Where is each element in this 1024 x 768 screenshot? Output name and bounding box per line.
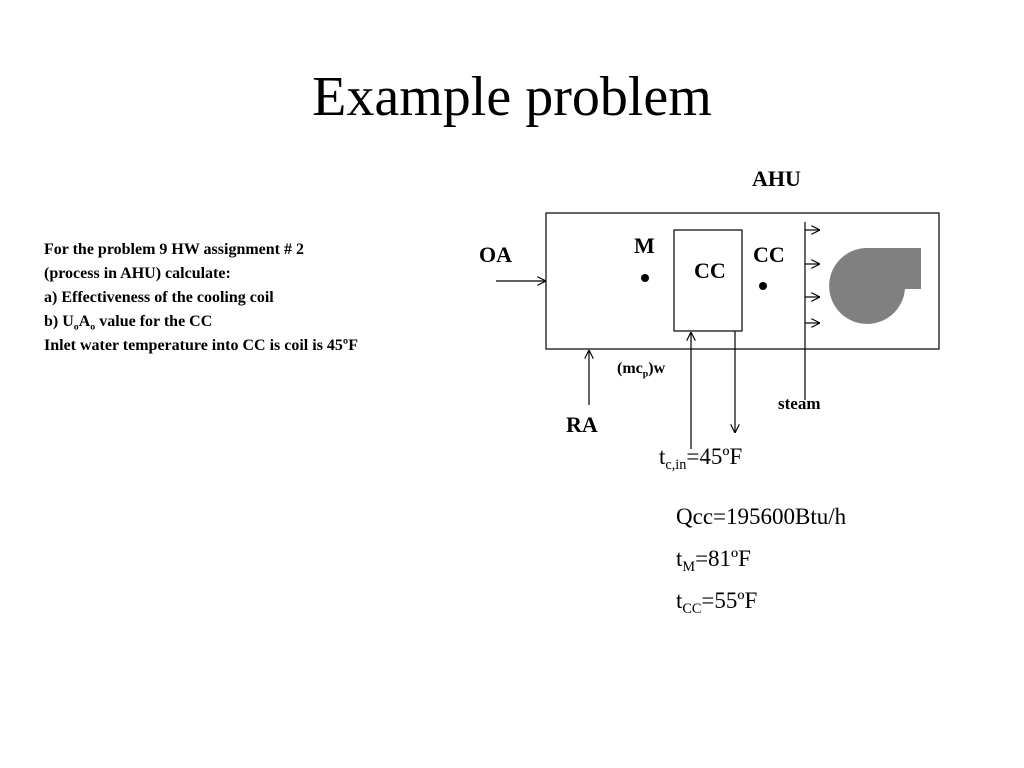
problem-line-4-mid: A — [78, 313, 91, 330]
tcin-value: =45ºF — [686, 444, 743, 469]
cc-outlet-point-label: CC — [753, 242, 785, 267]
problem-line-3: a) Effectiveness of the cooling coil — [44, 289, 274, 306]
problem-line-4-prefix: b) U — [44, 313, 74, 330]
water-flow-sub: p — [642, 368, 649, 380]
tm-val: =81ºF — [695, 546, 751, 571]
page-title: Example problem — [312, 66, 712, 128]
cooling-coil-label: CC — [694, 258, 726, 283]
fan-icon — [829, 248, 921, 324]
tm-t: t — [676, 546, 683, 571]
problem-line-4: b) UoAo value for the CC — [44, 310, 358, 334]
problem-line-1: For the problem 9 HW assignment # 2 — [44, 241, 305, 258]
tcin-sub: c,in — [665, 456, 687, 473]
oa-label: OA — [479, 242, 512, 267]
steam-distributor — [804, 222, 820, 400]
tcin-t: t — [659, 444, 666, 469]
tm-sub: M — [682, 558, 696, 575]
tcc-sub: CC — [682, 600, 702, 617]
tm-value: tM=81ºF — [676, 538, 846, 580]
water-flow-label: (mcp)w — [617, 360, 665, 379]
problem-line-2: (process in AHU) calculate: — [44, 265, 231, 282]
steam-label: steam — [778, 394, 821, 413]
water-inlet-temp: tc,in=45ºF — [659, 444, 742, 474]
mixing-point-dot — [641, 274, 649, 282]
water-flow-prefix: (mc — [617, 360, 643, 377]
tcc-val: =55ºF — [701, 588, 758, 613]
ahu-label: AHU — [752, 166, 801, 191]
problem-line-5: Inlet water temperature into CC is coil … — [44, 337, 358, 354]
tcc-value: tCC=55ºF — [676, 580, 846, 622]
cooling-coil-box — [673, 229, 743, 332]
qcc-value: Qcc=195600Btu/h — [676, 504, 847, 529]
ra-label: RA — [566, 412, 598, 437]
problem-line-4-suffix: value for the CC — [95, 313, 213, 330]
given-values: Qcc=195600Btu/h tM=81ºF tCC=55ºF — [676, 496, 846, 622]
problem-line-4-sub-2: o — [90, 321, 96, 333]
water-flow-suffix: )w — [648, 360, 666, 377]
problem-line-4-sub-1: o — [73, 321, 79, 333]
tcc-t: t — [676, 588, 683, 613]
problem-statement: For the problem 9 HW assignment # 2 (pro… — [44, 238, 358, 358]
mixing-point-label: M — [634, 233, 655, 258]
cc-outlet-point-dot — [759, 282, 767, 290]
